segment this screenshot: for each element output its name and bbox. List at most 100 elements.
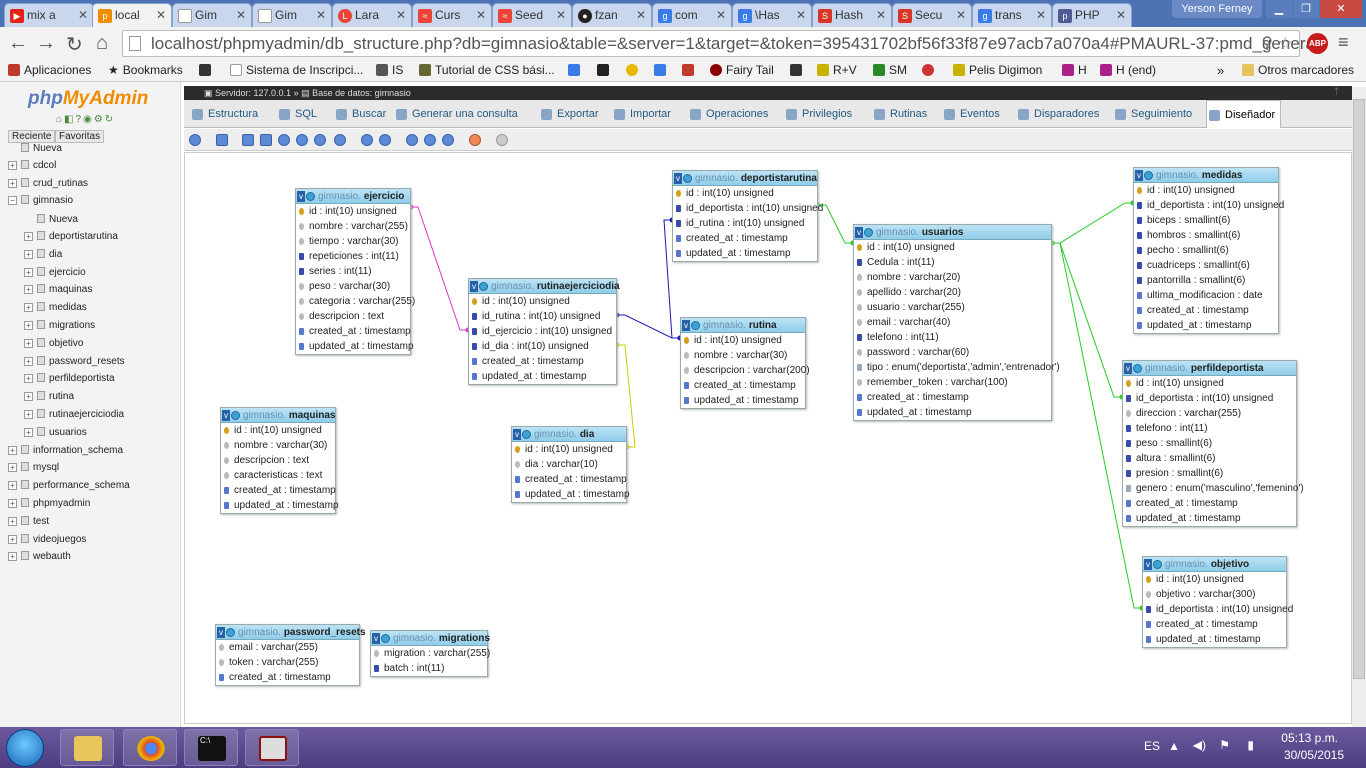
collapse-icon[interactable]: − (8, 196, 17, 205)
table-column[interactable]: id : int(10) unsigned (673, 186, 817, 201)
sidebar-table-item[interactable]: +usuarios (24, 427, 87, 438)
fullscreen-icon[interactable] (216, 134, 228, 146)
browser-tab[interactable]: ≈ Curs ✕ (412, 3, 492, 27)
bookmark-item[interactable] (597, 63, 613, 77)
table-column[interactable]: id : int(10) unsigned (296, 204, 410, 219)
menu-tab[interactable]: Diseñador (1206, 100, 1281, 128)
table-column[interactable]: created_at : timestamp (673, 231, 817, 246)
browser-tab[interactable]: g com ✕ (652, 3, 732, 27)
table-column[interactable]: tiempo : varchar(30) (296, 234, 410, 249)
table-column[interactable]: created_at : timestamp (512, 472, 627, 487)
toggle-columns-icon[interactable]: v (1144, 559, 1152, 570)
table-column[interactable]: created_at : timestamp (296, 324, 411, 339)
relation-icon[interactable] (278, 134, 290, 146)
table-column[interactable]: created_at : timestamp (469, 354, 616, 369)
browser-tab[interactable]: L Lara ✕ (332, 3, 412, 27)
expand-icon[interactable]: + (8, 161, 17, 170)
toggle-columns-icon[interactable]: v (470, 281, 478, 292)
sidebar-db-item[interactable]: +crud_rutinas (8, 178, 88, 189)
language-indicator[interactable]: ES (1143, 739, 1160, 753)
select-columns-icon[interactable] (381, 634, 390, 643)
show-hidden-icons-icon[interactable]: ▲ (1168, 739, 1180, 753)
table-column[interactable]: updated_at : timestamp (1123, 511, 1296, 526)
menu-tab[interactable]: Buscar (334, 100, 389, 128)
table-column[interactable]: peso : varchar(30) (296, 279, 410, 294)
taskbar-explorer[interactable] (60, 729, 114, 766)
bookmark-item[interactable]: Fairy Tail (710, 63, 774, 77)
sidebar-db-item[interactable]: −gimnasio (8, 195, 73, 206)
expand-icon[interactable]: + (24, 410, 33, 419)
sidebar-table-item[interactable]: +deportistarutina (24, 231, 118, 242)
table-column[interactable]: updated_at : timestamp (296, 339, 414, 354)
scrollbar-thumb[interactable] (1353, 99, 1365, 679)
bookmark-item[interactable] (790, 63, 806, 77)
sidebar-db-item[interactable]: +phpmyadmin (8, 498, 90, 509)
phpmyadmin-logo[interactable]: phpMyAdmin (28, 88, 149, 109)
bookmark-item[interactable] (626, 63, 642, 77)
forward-icon[interactable]: → (36, 32, 56, 54)
table-column[interactable]: created_at : timestamp (216, 670, 359, 685)
select-columns-icon[interactable] (864, 228, 873, 237)
query-builder-icon[interactable] (496, 134, 508, 146)
snap-grid-icon[interactable] (361, 134, 373, 146)
toggle-columns-icon[interactable]: v (372, 633, 380, 644)
select-columns-icon[interactable] (306, 192, 315, 201)
browser-tab-active[interactable]: p local ✕ (92, 3, 172, 28)
bookmark-item[interactable]: Tutorial de CSS bási... (419, 63, 555, 77)
toggle-columns-icon[interactable]: v (513, 429, 521, 440)
sidebar-table-item[interactable]: +maquinas (24, 284, 92, 295)
flag-icon[interactable]: ⚑ (1219, 738, 1230, 752)
browser-tab[interactable]: p PHP ✕ (1052, 3, 1132, 27)
taskbar-console[interactable]: C:\ (184, 729, 238, 766)
search-icon[interactable]: ⚲ (1261, 35, 1273, 52)
table-column[interactable]: caracteristicas : text (221, 468, 335, 483)
table-column[interactable]: objetivo : varchar(300) (1143, 587, 1286, 602)
menu-tab[interactable]: Operaciones (688, 100, 780, 128)
table-column[interactable]: dia : varchar(10) (512, 457, 626, 472)
table-column[interactable]: repeticiones : int(11) (296, 249, 410, 264)
home-icon[interactable]: ⌂ (96, 32, 109, 54)
close-icon[interactable]: ✕ (715, 8, 726, 22)
reload-icon[interactable]: ↻ (104, 114, 116, 125)
browser-tab[interactable]: S Secu ✕ (892, 3, 972, 27)
expand-icon[interactable]: + (24, 232, 33, 241)
toggle-columns-icon[interactable]: v (682, 320, 690, 331)
toggle-columns-icon[interactable]: v (217, 627, 225, 638)
load-icon[interactable] (260, 134, 272, 146)
table-column[interactable]: peso : smallint(6) (1123, 436, 1296, 451)
bookmark-item[interactable]: Sistema de Inscripci... (230, 63, 363, 77)
toggle-columns-icon[interactable]: v (1124, 363, 1132, 374)
table-column[interactable]: id : int(10) unsigned (512, 442, 626, 457)
sidebar-table-item[interactable]: +dia (24, 249, 62, 260)
clock-date[interactable]: 30/05/2015 (1283, 748, 1344, 762)
menu-tab[interactable]: Privilegios (784, 100, 868, 128)
pdf-icon[interactable] (424, 134, 436, 146)
close-icon[interactable]: ✕ (875, 8, 886, 22)
table-column[interactable]: migration : varchar(255) (371, 646, 490, 661)
close-icon[interactable]: ✕ (77, 8, 88, 22)
browser-tab[interactable]: Gim ✕ (252, 3, 332, 27)
browser-tab[interactable]: g trans ✕ (972, 3, 1052, 27)
taskbar-app[interactable] (245, 729, 299, 766)
sidebar-table-item[interactable]: +perfildeportista (24, 373, 115, 384)
table-column[interactable]: password : varchar(60) (854, 345, 1051, 360)
table-column[interactable]: telefono : int(11) (1123, 421, 1296, 436)
table-column[interactable]: id : int(10) unsigned (681, 333, 805, 348)
angular-links-icon[interactable] (334, 134, 346, 146)
table-column[interactable]: usuario : varchar(255) (854, 300, 1051, 315)
sidebar-table-item[interactable]: +rutinaejerciciodia (24, 409, 124, 420)
menu-tab[interactable]: SQL (277, 100, 329, 128)
table-column[interactable]: direccion : varchar(255) (1123, 406, 1296, 421)
close-icon[interactable]: ✕ (315, 8, 326, 22)
browser-tab[interactable]: g \Has ✕ (732, 3, 812, 27)
menu-tab[interactable]: Estructura (190, 100, 270, 128)
expand-icon[interactable]: + (8, 481, 17, 490)
